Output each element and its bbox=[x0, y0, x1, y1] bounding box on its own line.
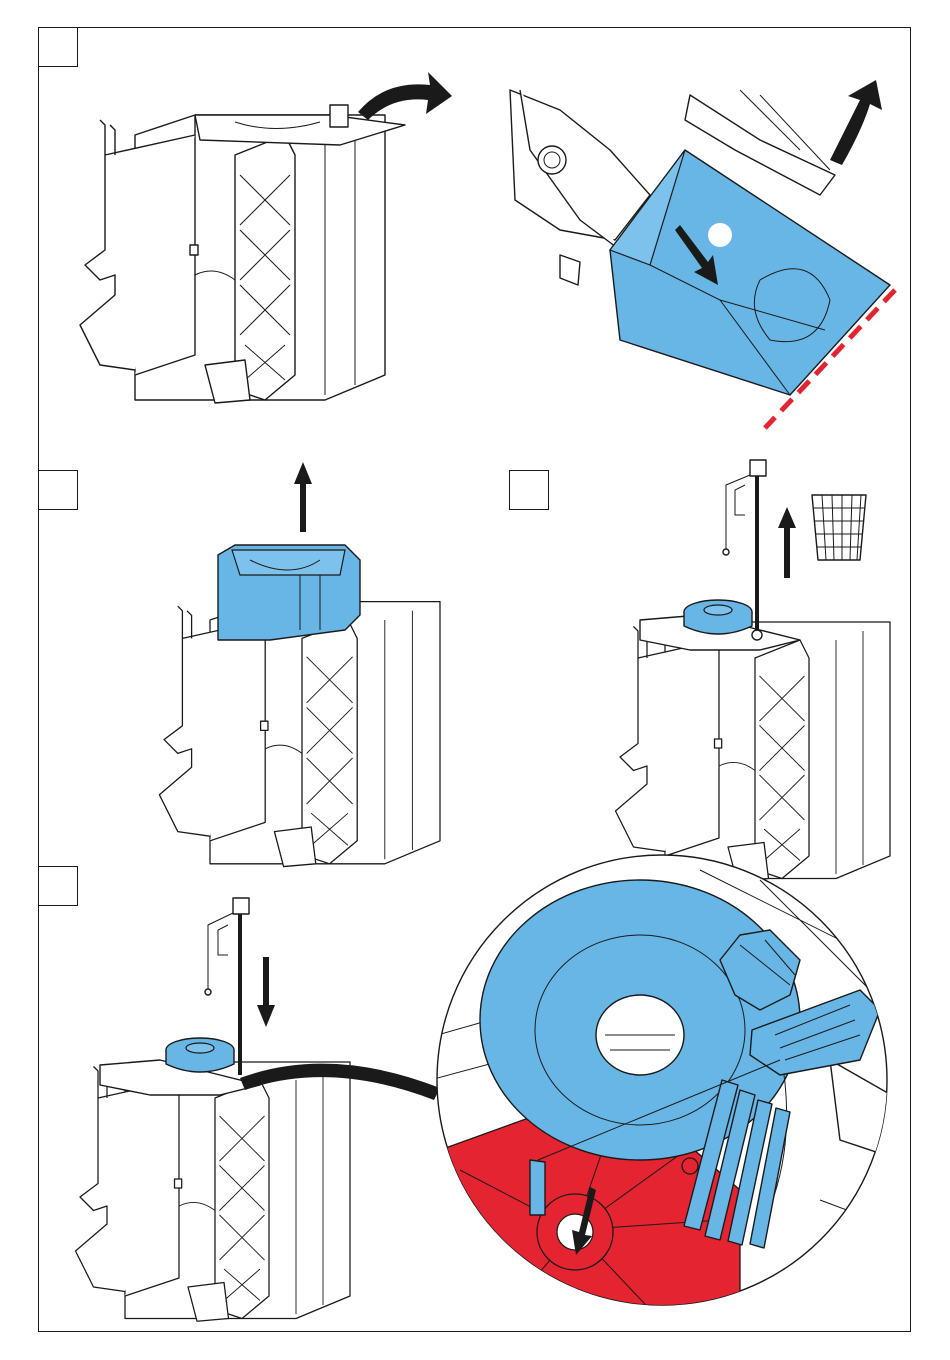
arrow-down-icon bbox=[257, 957, 275, 1027]
marker-dot bbox=[708, 223, 732, 247]
arrow-up-icon bbox=[294, 462, 312, 532]
waste-basket-icon bbox=[812, 495, 866, 560]
curved-arrow-icon bbox=[358, 72, 452, 120]
zoom-detail bbox=[420, 855, 900, 1330]
step-1-detail bbox=[510, 80, 895, 428]
arrow-up-icon bbox=[778, 507, 796, 578]
curved-arrow-icon bbox=[830, 80, 882, 165]
step-2-illustration bbox=[159, 462, 440, 867]
step-1-illustration bbox=[80, 72, 452, 403]
step-3-illustration bbox=[616, 460, 891, 881]
step-4-illustration bbox=[76, 898, 441, 1321]
